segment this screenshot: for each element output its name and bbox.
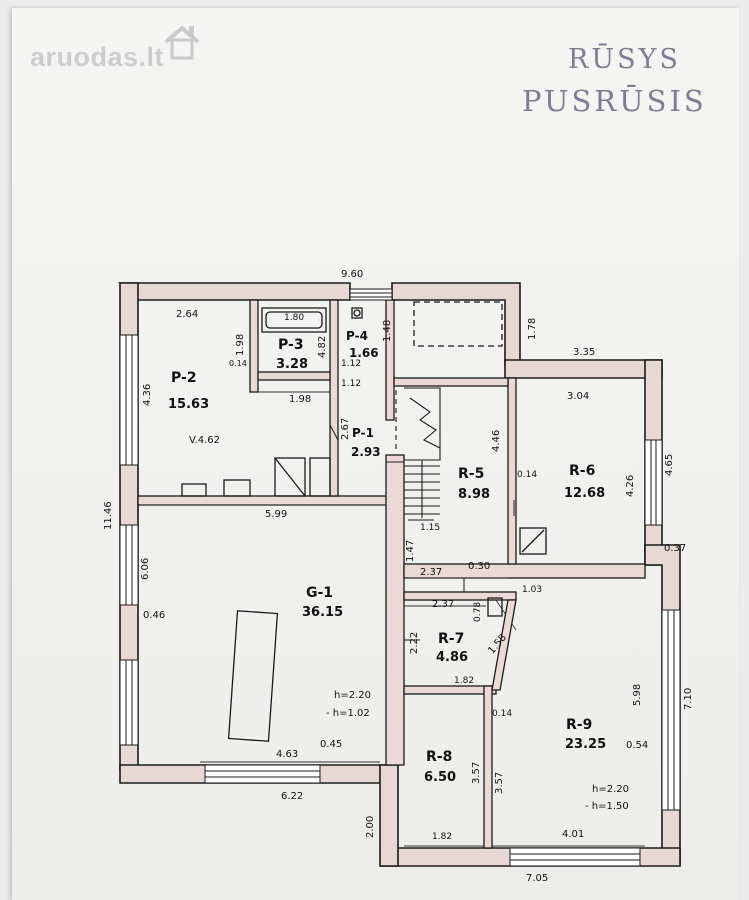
watermark-logo: aruodas.lt [30,42,165,72]
dim-label: 2.64 [176,309,199,320]
dim-label: 4.26 [625,474,636,497]
dim-label: 0.78 [473,601,483,622]
staircase [395,387,441,518]
doors [329,424,515,641]
dim-label: 2.67 [340,417,351,440]
dim-label: 1.82 [432,832,453,842]
dim-label: 0.46 [143,610,166,621]
dim-label: 0.14 [517,470,538,480]
dim-label: 4.36 [142,383,153,406]
stamp-line-1: RŪSYS [568,44,681,75]
dim-label: 1.12 [341,379,362,389]
room-r7-area: 4.86 [436,650,469,665]
dim-label: 1.47 [405,539,416,562]
windows [119,288,681,867]
room-r9-code: R-9 [566,717,593,733]
dim-label: 4.63 [276,749,299,760]
room-p4-area: 1.66 [349,346,379,360]
dim-label: 0.37 [664,543,687,554]
r9-height-low: - h=1.50 [585,801,629,812]
dim-label: 7.10 [683,687,694,710]
dim-label: 2.37 [432,599,455,610]
dim-label: 2.37 [420,567,443,578]
room-r8-code: R-8 [426,749,453,765]
dim-label: 0.14 [229,359,247,368]
room-p2-area: 15.63 [168,397,210,412]
interior-walls [137,299,646,849]
dim-label: V.4.62 [189,435,220,446]
dim-label: 1.03 [522,585,543,595]
dim-label: 0.30 [468,561,491,572]
dim-label: 0.45 [320,739,343,750]
room-r6-area: 12.68 [564,486,606,501]
room-r9-area: 23.25 [565,737,607,752]
dim-label: 3.04 [567,391,590,402]
dim-label: 11.46 [103,501,114,530]
dim-label: 7.05 [526,873,549,884]
dim-label: 0.54 [626,740,649,751]
r9-height: h=2.20 [592,784,629,795]
room-p3-area: 3.28 [276,357,309,372]
dim-label: 6.22 [281,791,304,802]
dim-label: 1.48 [382,319,393,342]
room-r5-area: 8.98 [458,487,491,502]
room-p1-area: 2.93 [351,445,381,459]
dim-label: 4.01 [562,829,585,840]
dim-label: 1.15 [420,523,441,533]
room-r8-area: 6.50 [424,770,457,785]
room-p2-code: P-2 [171,370,197,386]
room-p3-code: P-3 [278,337,304,353]
room-g1-code: G-1 [306,585,334,601]
dim-label: 3.57 [471,761,482,784]
dim-label: 9.60 [341,269,364,280]
house-icon [164,25,200,60]
dim-label: 6.06 [140,557,151,580]
dim-label: 1.78 [527,317,538,340]
dim-label: 4.65 [664,453,675,476]
fixtures [181,301,547,742]
dim-label: 3.35 [573,347,596,358]
room-p4-code: P-4 [346,329,368,343]
dim-label: 3.57 [494,771,505,794]
dim-label: 5.99 [265,509,288,520]
dim-label: 1.12 [341,359,362,369]
room-p1-code: P-1 [352,426,374,440]
dim-label: 1.82 [454,676,475,686]
stamp-line-2: PUSRŪSIS [522,84,707,118]
dim-label: 4.46 [491,429,502,452]
room-r7-code: R-7 [438,631,465,647]
g1-height: h=2.20 [334,690,371,701]
dim-label: 1.80 [284,313,305,323]
dimension-lines [140,391,645,847]
dim-label: 4.82 [317,335,328,358]
dim-label: 2.00 [365,815,376,838]
dim-label: 5.98 [632,683,643,706]
room-r6-code: R-6 [569,463,596,479]
room-r5-code: R-5 [458,466,485,482]
dim-label: 0.14 [492,709,513,719]
g1-height-low: - h=1.02 [326,708,370,719]
dim-label: 2.22 [409,631,420,654]
room-g1-area: 36.15 [302,605,344,620]
dim-label: 1.98 [235,333,246,356]
angled-wall [491,599,517,691]
dim-label: 1.98 [289,394,312,405]
